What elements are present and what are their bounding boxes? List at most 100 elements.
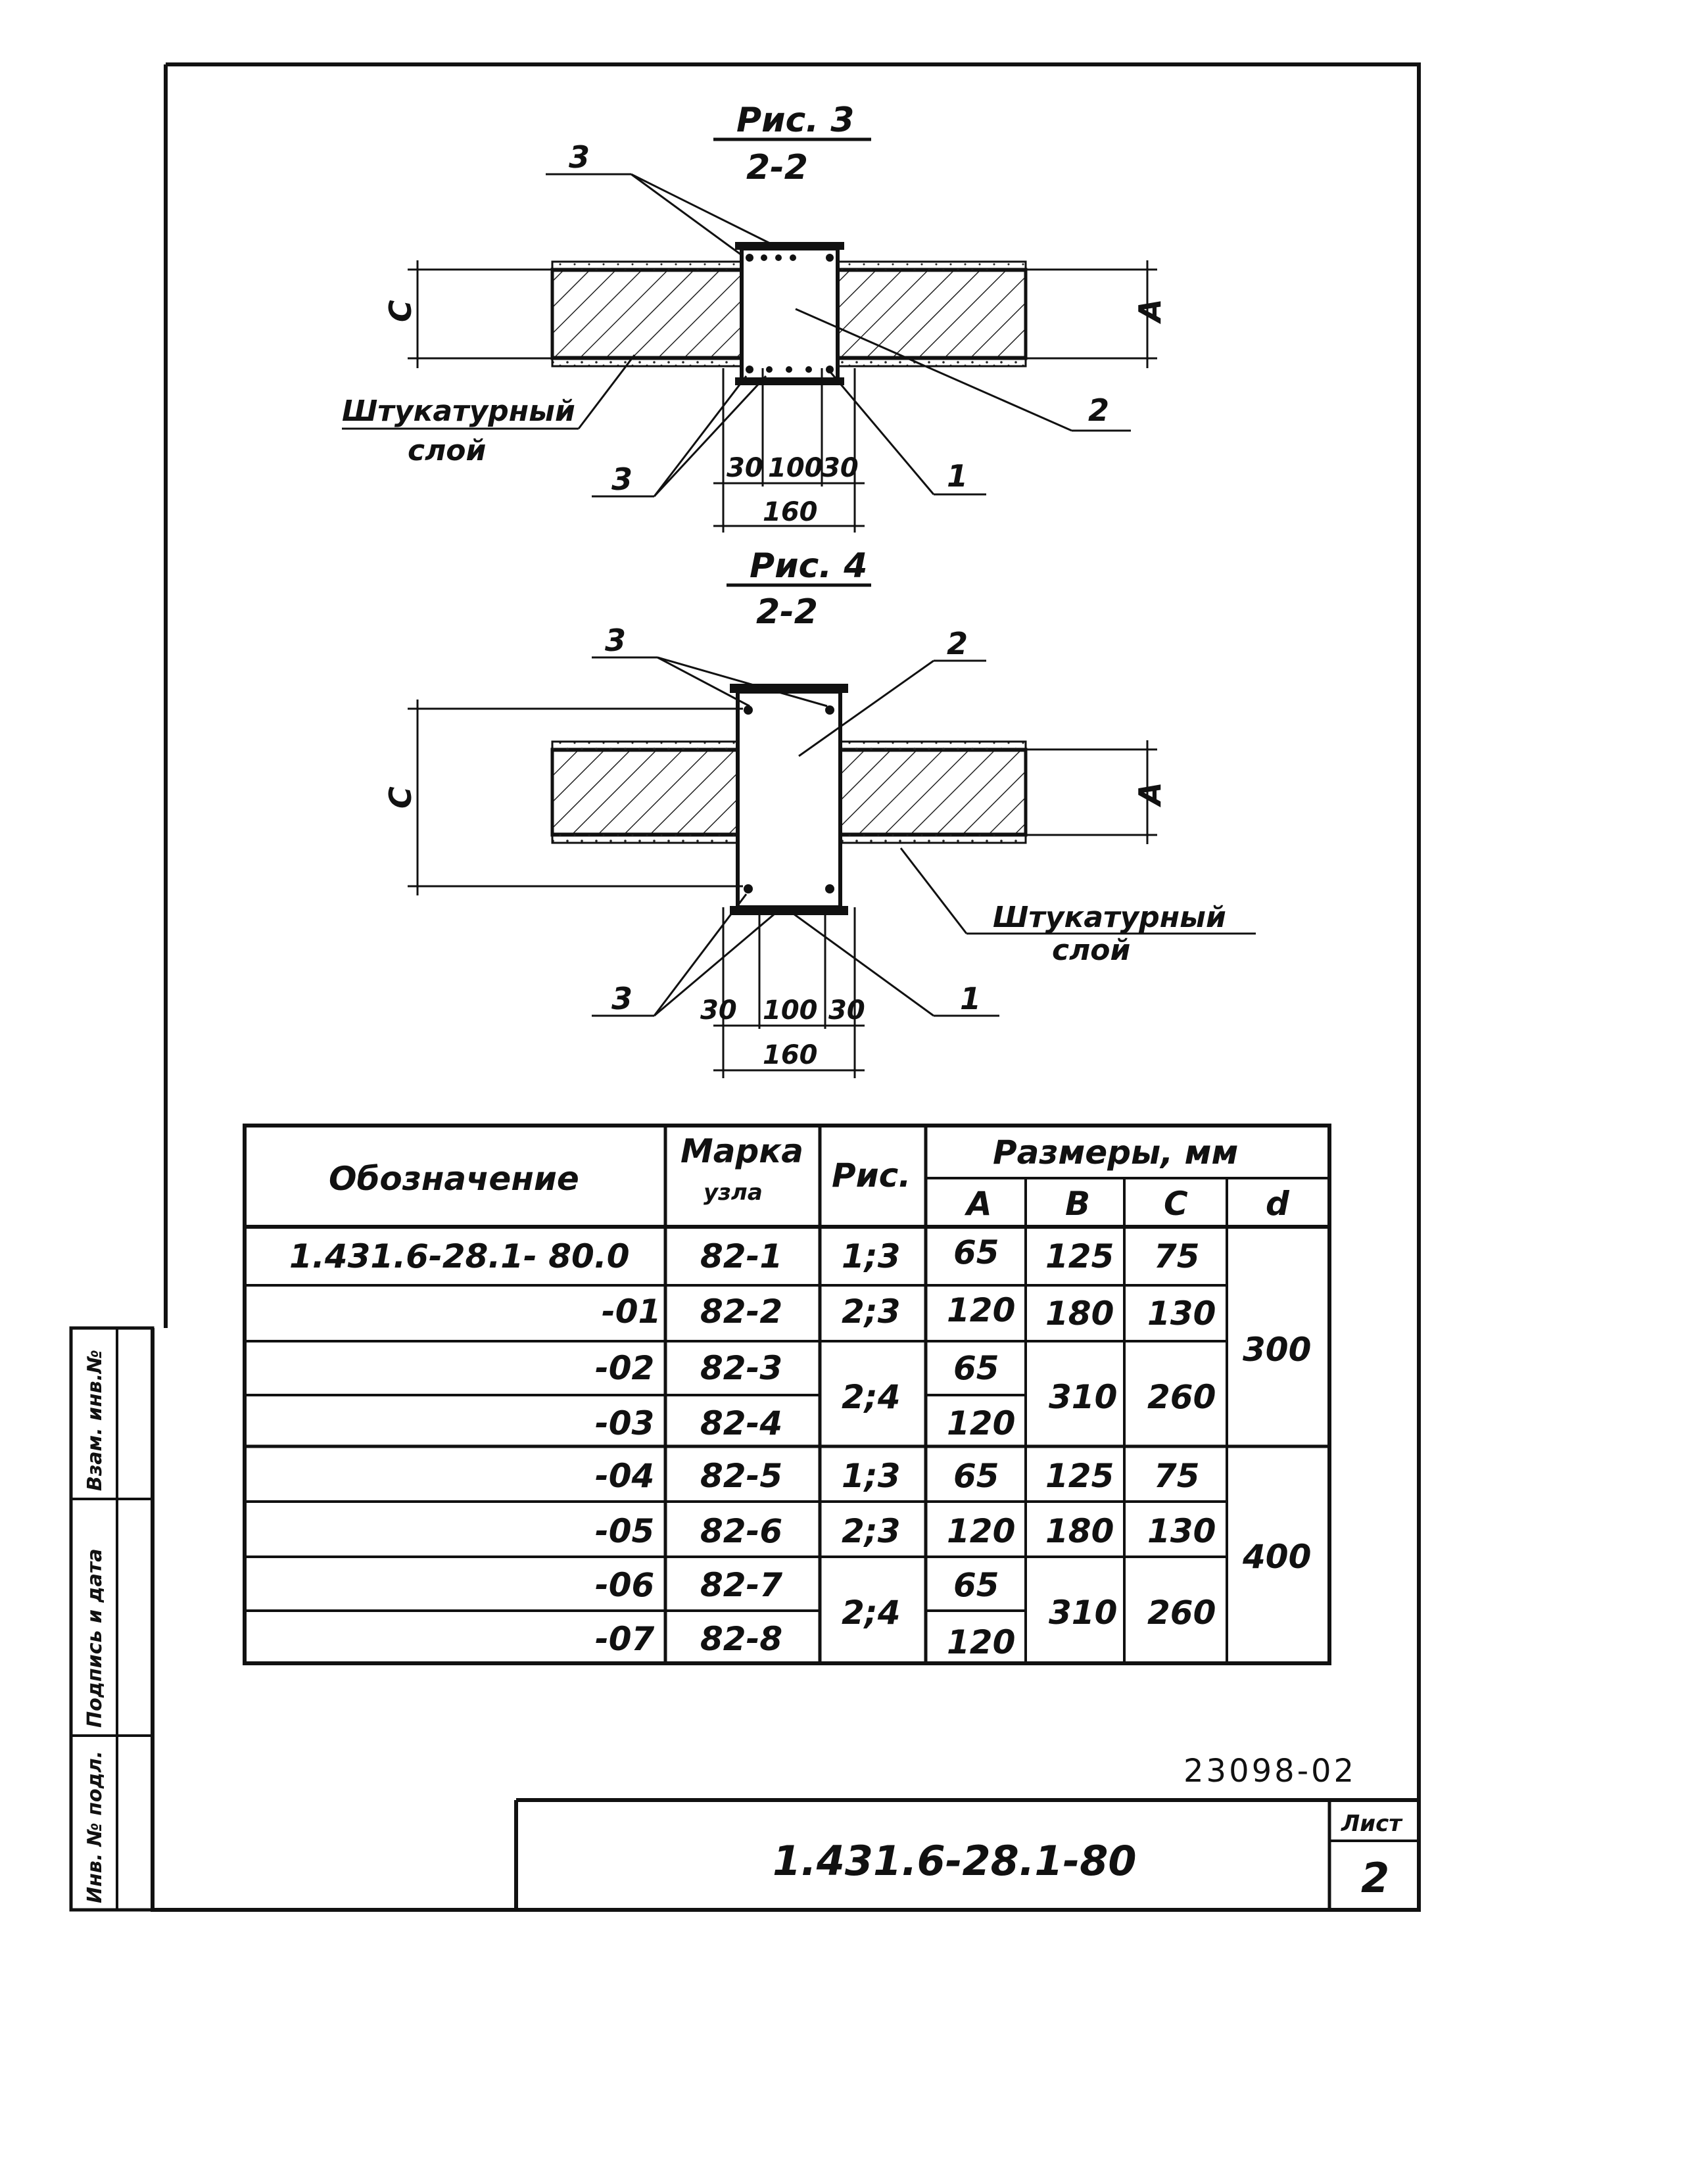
header-mark-line1: Марка bbox=[680, 1132, 803, 1170]
cell-fig: 1;3 bbox=[842, 1237, 901, 1275]
cell-mark: 82-3 bbox=[700, 1349, 782, 1387]
figure-4-callout-1: 1 bbox=[960, 981, 981, 1016]
header-d: d bbox=[1266, 1185, 1290, 1223]
cell-designation: -04 bbox=[595, 1457, 654, 1495]
figure-3-callout-2: 2 bbox=[1088, 392, 1109, 428]
cell-fig: 1;3 bbox=[842, 1457, 901, 1495]
figure-3-dim-100: 100 bbox=[768, 453, 823, 483]
figure-4-callout-3-top: 3 bbox=[605, 623, 626, 658]
cell-a: 65 bbox=[953, 1566, 999, 1604]
cell-b: 125 bbox=[1045, 1457, 1114, 1495]
side-stamps: Взам. инв.№ Подпись и дата Инв. № подл. bbox=[84, 1350, 107, 1903]
figure-4-dim-c: С bbox=[383, 786, 418, 809]
header-a: А bbox=[964, 1185, 992, 1223]
cell-designation: -05 bbox=[595, 1512, 654, 1550]
cell-a: 65 bbox=[953, 1233, 999, 1271]
cell-fig: 2;3 bbox=[842, 1293, 901, 1331]
cell-designation: -06 bbox=[595, 1566, 654, 1604]
cell-b: 180 bbox=[1045, 1512, 1114, 1550]
archive-code: 23098-02 bbox=[1183, 1753, 1356, 1790]
cell-a: 120 bbox=[947, 1512, 1015, 1550]
cell-fig-merged: 2;4 bbox=[842, 1594, 901, 1632]
cell-b: 180 bbox=[1045, 1294, 1114, 1333]
figure-4-callout-3-bottom: 3 bbox=[611, 981, 633, 1016]
table-row: -02 82-3 65 bbox=[595, 1349, 999, 1387]
cell-a: 120 bbox=[947, 1404, 1015, 1442]
figure-3-dim-160: 160 bbox=[763, 497, 818, 527]
sheet-number: 2 bbox=[1361, 1854, 1389, 1902]
cell-mark: 82-4 bbox=[700, 1404, 782, 1442]
dimensions-table: Обозначение Марка узла Рис. Размеры, мм … bbox=[243, 1124, 1331, 1665]
cell-mark: 82-6 bbox=[700, 1512, 782, 1550]
figure-3-dim-30-left: 30 bbox=[727, 453, 763, 483]
cell-fig-merged: 2;4 bbox=[842, 1378, 901, 1416]
stamp-inv-original: Инв. № подл. bbox=[84, 1751, 107, 1903]
table-row: -04 82-5 1;3 65 125 75 bbox=[595, 1457, 1200, 1495]
figure-3-callout-1: 1 bbox=[947, 458, 968, 494]
figure-3-dim-c: С bbox=[383, 300, 418, 322]
figure-4-section: 2-2 bbox=[756, 592, 818, 632]
cell-designation: -01 bbox=[602, 1293, 661, 1331]
cell-b: 125 bbox=[1045, 1237, 1114, 1275]
cell-a: 65 bbox=[953, 1457, 999, 1495]
header-sizes: Размеры, мм bbox=[993, 1133, 1238, 1172]
cell-c-merged: 260 bbox=[1147, 1378, 1216, 1416]
cell-c: 75 bbox=[1154, 1237, 1200, 1275]
figure-3-callout-3-top: 3 bbox=[569, 139, 590, 175]
cell-c: 130 bbox=[1147, 1294, 1216, 1333]
figure-4-title: Рис. 4 bbox=[750, 546, 867, 586]
table-row: -03 82-4 120 bbox=[595, 1404, 1015, 1442]
figure-4-dim-30-right: 30 bbox=[828, 995, 865, 1026]
table-row: -01 82-2 2;3 120 180 130 bbox=[602, 1291, 1216, 1333]
figure-3-dim-a: А bbox=[1132, 298, 1168, 324]
figure-4-dim-a: А bbox=[1132, 782, 1168, 807]
header-b: В bbox=[1065, 1185, 1090, 1223]
stamp-signature-date: Подпись и дата bbox=[84, 1549, 107, 1728]
cell-b-merged: 310 bbox=[1049, 1378, 1117, 1416]
figure-3-dim-30-right: 30 bbox=[822, 453, 859, 483]
cell-c-merged: 260 bbox=[1147, 1594, 1216, 1632]
cell-mark: 82-5 bbox=[700, 1457, 782, 1495]
header-mark-line2: узла bbox=[704, 1179, 763, 1206]
cell-a: 65 bbox=[953, 1349, 999, 1387]
figure-4-callout-2: 2 bbox=[947, 626, 968, 661]
cell-designation: -03 bbox=[595, 1404, 654, 1442]
cell-designation: -02 bbox=[595, 1349, 654, 1387]
table-row: -06 82-7 65 bbox=[595, 1566, 999, 1604]
figure-4-dim-160: 160 bbox=[763, 1040, 818, 1070]
cell-mark: 82-1 bbox=[700, 1237, 782, 1275]
header-fig: Рис. bbox=[832, 1156, 911, 1195]
title-block: 1.431.6-28.1-80 Лист 2 bbox=[514, 1798, 1419, 1910]
figure-4-column bbox=[736, 690, 842, 909]
cell-designation: 1.431.6-28.1- 80.0 bbox=[289, 1237, 630, 1275]
cell-a: 120 bbox=[947, 1623, 1015, 1661]
stamp-replace-inv: Взам. инв.№ bbox=[84, 1350, 107, 1491]
figure-3-section: 2-2 bbox=[746, 148, 808, 187]
table-row: -05 82-6 2;3 120 180 130 bbox=[595, 1512, 1216, 1550]
figure-3: Рис. 3 2-2 bbox=[342, 101, 1168, 533]
cell-mark: 82-8 bbox=[700, 1620, 782, 1658]
cell-fig: 2;3 bbox=[842, 1512, 901, 1550]
header-c: С bbox=[1164, 1185, 1188, 1223]
cell-c: 75 bbox=[1154, 1457, 1200, 1495]
table-row: 1.431.6-28.1- 80.0 82-1 1;3 65 125 75 bbox=[289, 1233, 1200, 1275]
cell-c: 130 bbox=[1147, 1512, 1216, 1550]
sheet-label: Лист bbox=[1341, 1811, 1403, 1837]
doc-number: 1.431.6-28.1-80 bbox=[773, 1837, 1137, 1885]
figure-4-note-line2: слой bbox=[1052, 934, 1130, 967]
cell-d-merged: 400 bbox=[1242, 1538, 1311, 1576]
cell-mark: 82-7 bbox=[700, 1566, 782, 1604]
figure-3-note-line2: слой bbox=[408, 434, 486, 467]
figure-4-dim-100: 100 bbox=[763, 995, 818, 1026]
figure-4-note-line1: Штукатурный bbox=[993, 901, 1226, 934]
figure-3-note-line1: Штукатурный bbox=[342, 394, 575, 428]
cell-mark: 82-2 bbox=[700, 1293, 782, 1331]
cell-b-merged: 310 bbox=[1049, 1594, 1117, 1632]
cell-a: 120 bbox=[947, 1291, 1015, 1329]
table-row: -07 82-8 120 bbox=[595, 1620, 1015, 1661]
cell-designation: -07 bbox=[595, 1620, 655, 1658]
cell-d-merged: 300 bbox=[1243, 1331, 1311, 1369]
figure-4: Рис. 4 2-2 bbox=[383, 546, 1256, 1078]
